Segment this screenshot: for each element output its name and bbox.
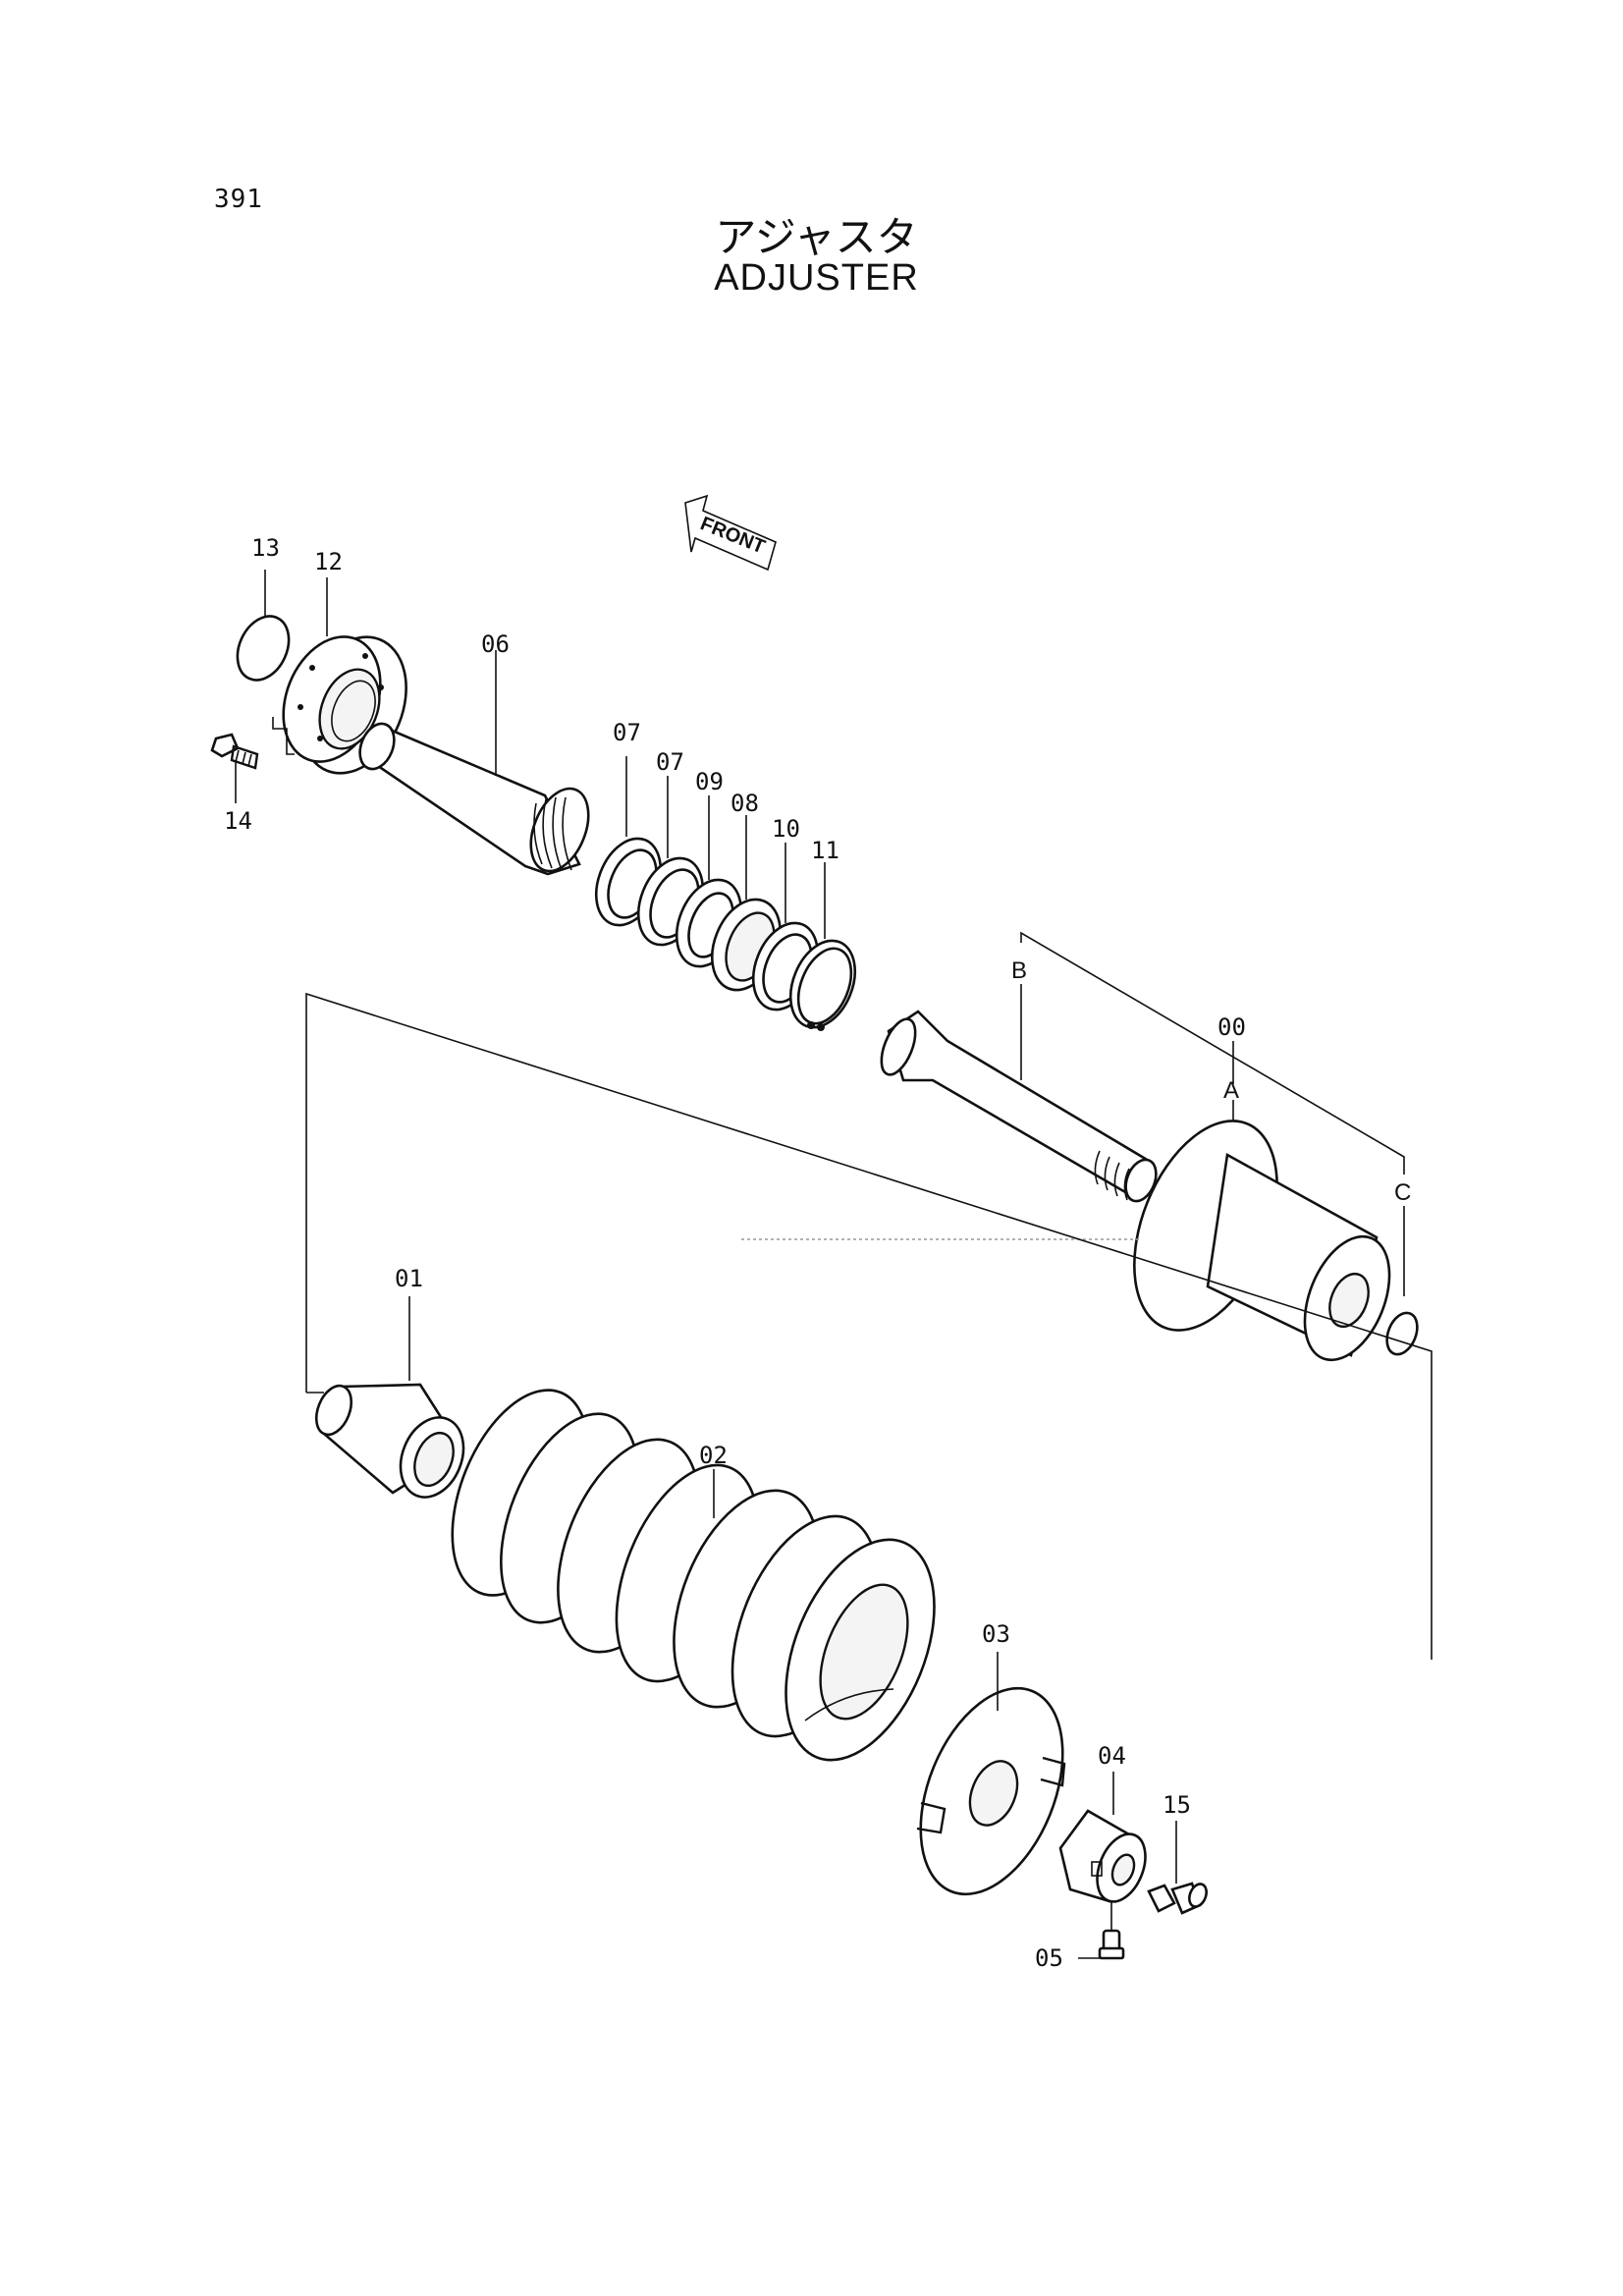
title-english: ADJUSTER	[714, 257, 919, 299]
front-arrow: FRONT	[684, 494, 777, 572]
label-08: 08	[730, 790, 759, 817]
part-11-snap-ring	[788, 862, 857, 1031]
label-06: 06	[481, 630, 510, 658]
label-07-a: 07	[613, 719, 641, 746]
part-04-valve-body	[1058, 1772, 1147, 1903]
label-02: 02	[699, 1442, 728, 1469]
page-number: 391	[214, 185, 263, 214]
title-japanese: アジャスタ	[715, 213, 918, 261]
label-12: 12	[314, 548, 343, 575]
assembly-00-bracket	[1020, 931, 1405, 1296]
part-05-plug	[1078, 1901, 1125, 1960]
part-15-grease-fitting	[1147, 1821, 1208, 1915]
part-02-spring	[451, 1389, 936, 1762]
label-05: 05	[1035, 1944, 1063, 1972]
label-07-b: 07	[656, 748, 684, 776]
label-14: 14	[224, 807, 252, 835]
label-c: C	[1394, 1179, 1411, 1206]
part-b-rod	[880, 1010, 1158, 1203]
label-10: 10	[772, 815, 800, 843]
label-00: 00	[1217, 1013, 1246, 1041]
label-b: B	[1011, 957, 1027, 984]
part-03-spring-seat	[916, 1652, 1066, 1896]
part-01-sleeve	[314, 1296, 465, 1499]
part-a-cylinder	[1133, 1120, 1391, 1362]
part-13-o-ring	[236, 570, 291, 682]
label-01: 01	[395, 1265, 423, 1292]
label-13: 13	[251, 534, 280, 562]
label-03: 03	[982, 1620, 1010, 1648]
label-04: 04	[1098, 1742, 1126, 1770]
front-label: FRONT	[697, 513, 768, 558]
label-11: 11	[811, 837, 839, 864]
part-c-o-ring	[1385, 1311, 1419, 1356]
label-15: 15	[1163, 1791, 1191, 1819]
label-a: A	[1223, 1077, 1239, 1104]
part-14-bolt	[210, 733, 259, 803]
part-06-piston	[358, 650, 590, 876]
label-09: 09	[695, 768, 724, 795]
assembly-axis-line	[305, 992, 1433, 1660]
